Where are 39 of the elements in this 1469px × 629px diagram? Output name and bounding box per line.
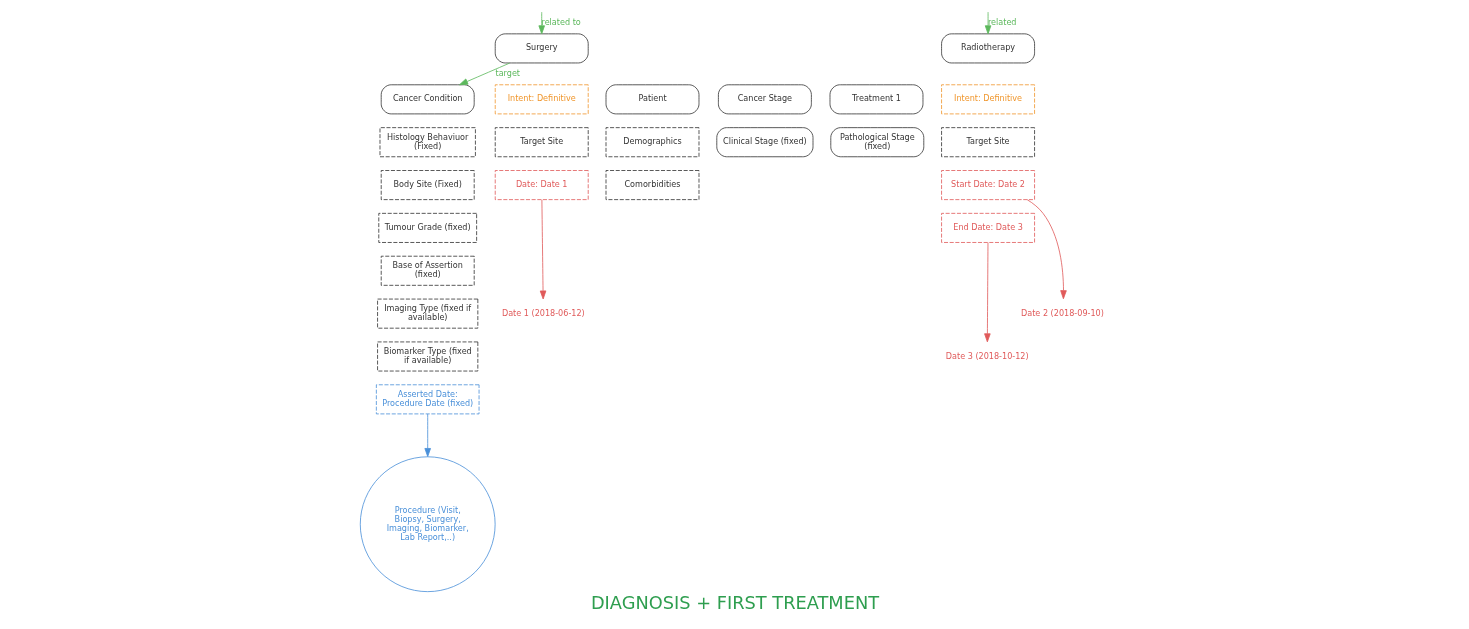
edge-label: related bbox=[987, 16, 1017, 27]
node-box: Cancer Stage bbox=[717, 84, 812, 115]
node-box: Body Site (Fixed) bbox=[380, 170, 475, 200]
node-box: Patient bbox=[605, 84, 699, 115]
arrow bbox=[984, 11, 991, 35]
arrow bbox=[539, 199, 546, 300]
node-box: Radiotherapy bbox=[940, 33, 1035, 64]
node-box: Cancer Condition bbox=[380, 84, 475, 115]
node-box: Intent: Definitive bbox=[940, 84, 1035, 115]
node-text: Date 2 (2018-09-10) bbox=[1020, 307, 1104, 318]
node-box: Asserted Date: Procedure Date (fixed) bbox=[375, 384, 479, 415]
node-box: Histology Behaviuor (Fixed) bbox=[379, 127, 476, 158]
node-box: Imaging Type (fixed if available) bbox=[376, 298, 478, 329]
edge-label: related to bbox=[540, 16, 581, 27]
node-text: Date 1 (2018-06-12) bbox=[501, 307, 585, 318]
node-circle: Procedure (Visit, Biopsy, Surgery, Imaging, Biomarker, Lab Report,..) bbox=[359, 456, 496, 593]
arrow bbox=[983, 242, 991, 343]
edge-label: target bbox=[494, 67, 520, 78]
arrow bbox=[458, 62, 510, 86]
arrow bbox=[1026, 199, 1067, 300]
node-box: Start Date: Date 2 bbox=[940, 170, 1035, 200]
node-box: End Date: Date 3 bbox=[940, 212, 1035, 243]
node-box: Date: Date 1 bbox=[494, 170, 589, 200]
node-text: Date 3 (2018-10-12) bbox=[945, 350, 1029, 361]
node-box: Comorbidities bbox=[605, 170, 699, 200]
node-box: Demographics bbox=[605, 127, 699, 158]
arrow bbox=[538, 11, 545, 35]
node-box: Clinical Stage (fixed) bbox=[715, 127, 813, 158]
node-box: Biomarker Type (fixed if available) bbox=[376, 341, 478, 372]
node-box: Tumour Grade (fixed) bbox=[377, 212, 477, 243]
node-box: Pathological Stage (fixed) bbox=[829, 127, 924, 158]
diagram-title: DIAGNOSIS + FIRST TREATMENT bbox=[590, 592, 879, 614]
arrow bbox=[423, 413, 431, 457]
node-box: Surgery bbox=[494, 33, 589, 64]
node-box: Intent: Definitive bbox=[494, 84, 589, 115]
node-box: Target Site bbox=[940, 127, 1035, 158]
node-box: Treatment 1 bbox=[829, 84, 923, 115]
node-box: Target Site bbox=[494, 127, 589, 158]
node-box: Base of Assertion (fixed) bbox=[380, 255, 475, 286]
